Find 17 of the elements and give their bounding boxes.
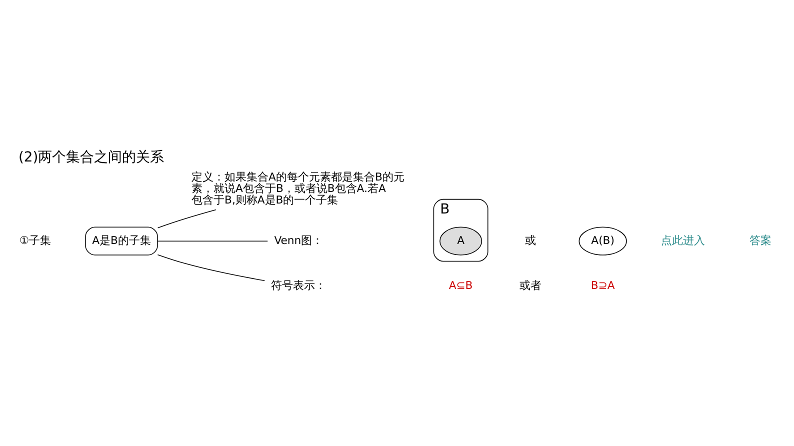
node-text: 符号表示： — [271, 278, 326, 292]
label: 或 — [524, 233, 536, 246]
label: 答案 — [749, 233, 772, 246]
node-text: Venn图： — [274, 233, 324, 246]
label: B⊇A — [590, 278, 615, 292]
node-ellipse: A — [440, 226, 482, 255]
node-ellipse: A(B) — [578, 226, 627, 255]
connector — [157, 208, 216, 228]
connector — [157, 254, 266, 281]
label: A⊆B — [448, 278, 473, 292]
label: 或者 — [519, 278, 542, 292]
label: 点此进入 — [660, 233, 705, 246]
connector — [157, 240, 268, 241]
diagram-title: (2)两个集合之间的关系 — [18, 148, 164, 165]
node-box: A是B的子集 — [85, 226, 158, 255]
label: ①子集 — [19, 233, 52, 246]
node-text: 定义：如果集合A的每个元素都是集合B的元素，就说A包含于B，或者说B包含A.若A包含于B,则称A是B的一个子集 — [192, 170, 404, 206]
